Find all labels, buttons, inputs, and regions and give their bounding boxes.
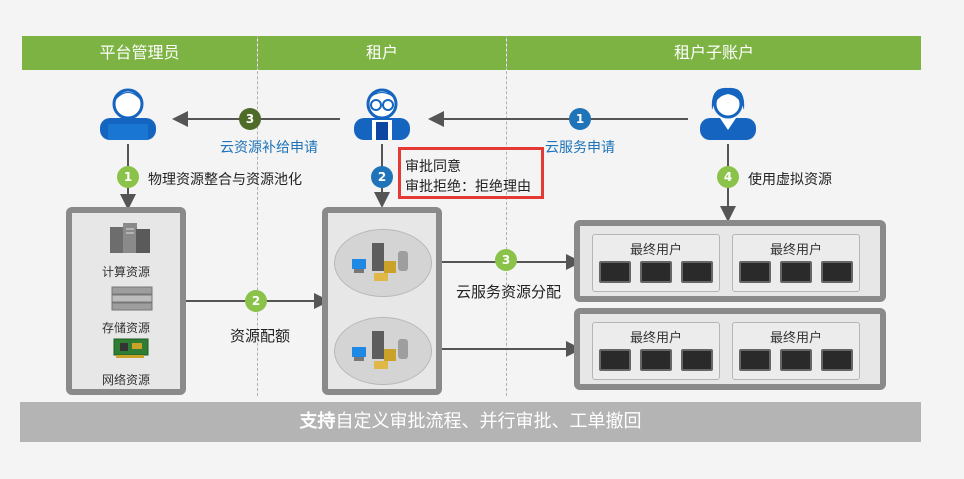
end-user-card: 最终用户 bbox=[732, 322, 860, 380]
windows-monitor-icon bbox=[599, 349, 631, 371]
footer-banner: 支持自定义审批流程、并行审批、工单撤回 bbox=[20, 402, 921, 442]
step-4-right: 4 bbox=[717, 166, 739, 188]
step-2-left: 2 bbox=[245, 290, 267, 312]
end-user-group-top: 最终用户 最终用户 bbox=[574, 220, 886, 302]
service-request-label: 云服务申请 bbox=[545, 140, 615, 156]
end-user-label: 最终用户 bbox=[629, 331, 682, 346]
step-3-top: 3 bbox=[239, 108, 261, 130]
supply-request-label: 云资源补给申请 bbox=[220, 140, 318, 156]
windows-monitor-icon bbox=[821, 349, 853, 371]
tenant-person-icon bbox=[352, 84, 412, 140]
footer-text: 自定义审批流程、并行审批、工单撤回 bbox=[335, 411, 642, 432]
step-3-mid: 3 bbox=[495, 249, 517, 271]
linux-monitor-icon bbox=[681, 349, 713, 371]
step-1-top: 1 bbox=[569, 108, 591, 130]
end-user-label: 最终用户 bbox=[769, 243, 822, 258]
windows-monitor-icon bbox=[681, 261, 713, 283]
footer-bold: 支持 bbox=[299, 411, 336, 432]
linux-monitor-icon bbox=[739, 261, 771, 283]
end-user-label: 最终用户 bbox=[629, 243, 682, 258]
end-user-card: 最终用户 bbox=[732, 234, 860, 292]
linux-monitor-icon bbox=[640, 261, 672, 283]
quota-label: 资源配额 bbox=[230, 327, 291, 345]
storage-icon bbox=[111, 286, 153, 311]
pool-servers-icon-upper bbox=[352, 243, 408, 281]
sub-account-person-icon bbox=[698, 84, 758, 140]
windows-monitor-icon bbox=[821, 261, 853, 283]
end-user-group-bottom: 最终用户 最终用户 bbox=[574, 308, 886, 390]
integrate-label: 物理资源整合与资源池化 bbox=[148, 172, 302, 188]
pool-servers-icon-lower bbox=[352, 331, 408, 369]
admin-person-icon bbox=[98, 84, 158, 140]
approval-highlight-box bbox=[398, 147, 544, 199]
linux-monitor-icon bbox=[780, 349, 812, 371]
column-divider bbox=[257, 36, 258, 396]
storage-label: 存储资源 bbox=[101, 321, 150, 335]
reject-label: 审批拒绝：拒绝理由 bbox=[405, 179, 531, 195]
linux-monitor-icon bbox=[640, 349, 672, 371]
server-icon bbox=[110, 223, 150, 253]
physical-resource-box: 计算资源 存储资源 网络资源 bbox=[66, 207, 186, 395]
step-1-left: 1 bbox=[117, 166, 139, 188]
header-tenant: 租户 bbox=[258, 36, 506, 70]
network-card-icon bbox=[113, 338, 149, 358]
allocate-label: 云服务资源分配 bbox=[456, 283, 562, 301]
use-virtual-label: 使用虚拟资源 bbox=[748, 172, 832, 188]
windows-monitor-icon bbox=[739, 349, 771, 371]
step-2-mid: 2 bbox=[371, 166, 393, 188]
end-user-card: 最终用户 bbox=[592, 322, 720, 380]
header-sub-account: 租户子账户 bbox=[507, 36, 921, 70]
header-admin: 平台管理员 bbox=[22, 36, 257, 70]
resource-pool-box bbox=[322, 207, 442, 395]
column-divider bbox=[506, 36, 507, 396]
compute-label: 计算资源 bbox=[101, 265, 150, 279]
end-user-card: 最终用户 bbox=[592, 234, 720, 292]
approve-label: 审批同意 bbox=[405, 159, 461, 175]
linux-monitor-icon bbox=[780, 261, 812, 283]
windows-monitor-icon bbox=[599, 261, 631, 283]
network-label: 网络资源 bbox=[101, 373, 150, 387]
end-user-label: 最终用户 bbox=[769, 331, 822, 346]
